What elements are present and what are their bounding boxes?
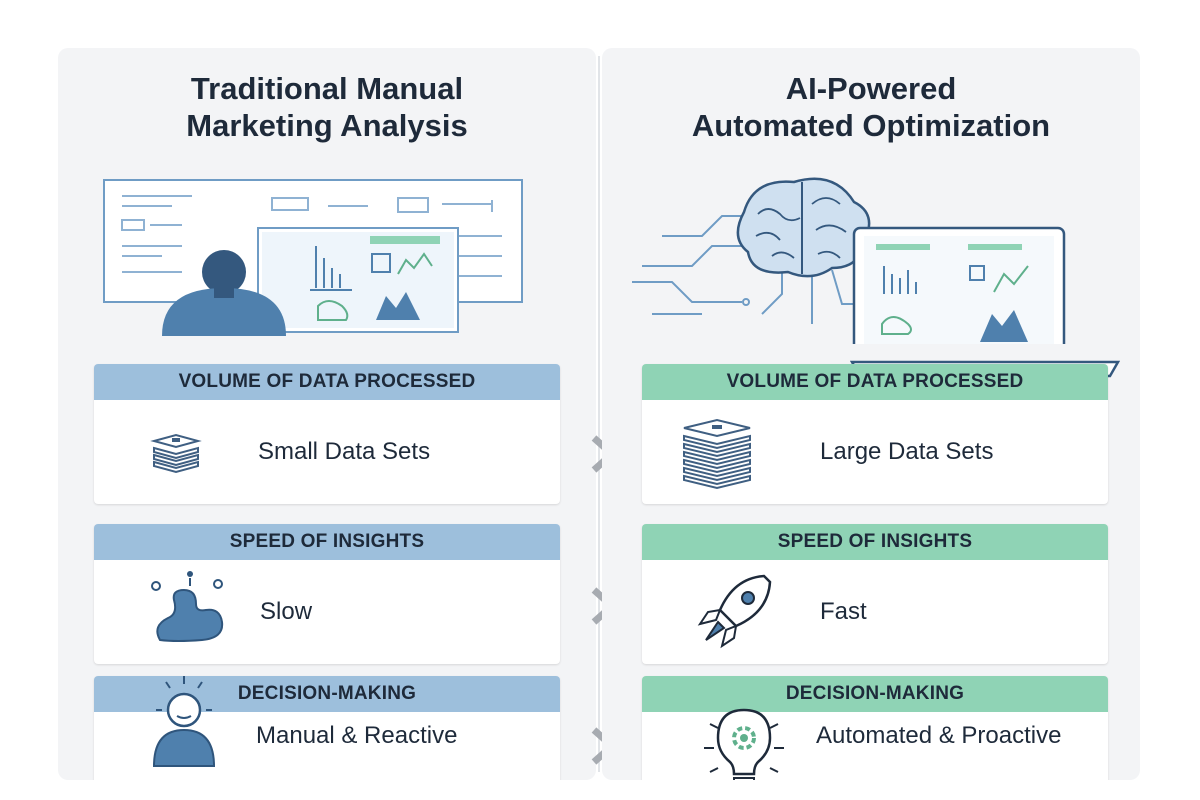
person-thinking-icon [152, 676, 216, 767]
traditional-speed-card: SPEED OF INSIGHTS Slow [94, 524, 560, 664]
traditional-speed-value: Slow [260, 598, 313, 625]
ai-speed-header: SPEED OF INSIGHTS [642, 524, 1108, 560]
traditional-speed-header: SPEED OF INSIGHTS [94, 524, 560, 560]
ai-decision-value: Automated & Proactive [816, 722, 1062, 749]
traditional-title: Traditional Manual Marketing Analysis [58, 70, 596, 144]
traditional-title-line2: Marketing Analysis [186, 108, 468, 143]
ai-speed-value: Fast [820, 598, 867, 625]
large-stack-icon [683, 418, 751, 490]
traditional-title-line1: Traditional Manual [190, 71, 464, 106]
traditional-panel: Traditional Manual Marketing Analysis [58, 48, 596, 780]
ai-brain-laptop-illustration [632, 177, 1066, 344]
small-stack-icon [150, 433, 202, 474]
snail-icon [151, 571, 224, 642]
traditional-volume-value: Small Data Sets [258, 438, 431, 465]
ai-title-line2: Automated Optimization [691, 108, 1051, 143]
ai-volume-header: VOLUME OF DATA PROCESSED [642, 364, 1108, 400]
traditional-decision-card: DECISION-MAKING Manual & Reactive [94, 676, 560, 780]
ai-title: AI-Powered Automated Optimization [602, 70, 1140, 144]
traditional-volume-header: VOLUME OF DATA PROCESSED [94, 364, 560, 400]
person-at-monitors-illustration [103, 179, 523, 336]
lightbulb-gear-icon [704, 708, 784, 780]
ai-decision-card: DECISION-MAKING Automated & Proactive [642, 676, 1108, 780]
ai-decision-header: DECISION-MAKING [642, 676, 1108, 712]
rocket-icon [697, 574, 772, 649]
panel-divider [598, 56, 600, 772]
traditional-decision-value: Manual & Reactive [256, 722, 458, 749]
ai-speed-card: SPEED OF INSIGHTS Fast [642, 524, 1108, 664]
ai-volume-card: VOLUME OF DATA PROCESSED Large Data Sets [642, 364, 1108, 504]
traditional-volume-card: VOLUME OF DATA PROCESSED Small Data Sets [94, 364, 560, 504]
ai-panel: AI-Powered Automated Optimization [602, 48, 1140, 780]
ai-volume-value: Large Data Sets [820, 438, 994, 465]
ai-title-line1: AI-Powered [785, 71, 957, 106]
